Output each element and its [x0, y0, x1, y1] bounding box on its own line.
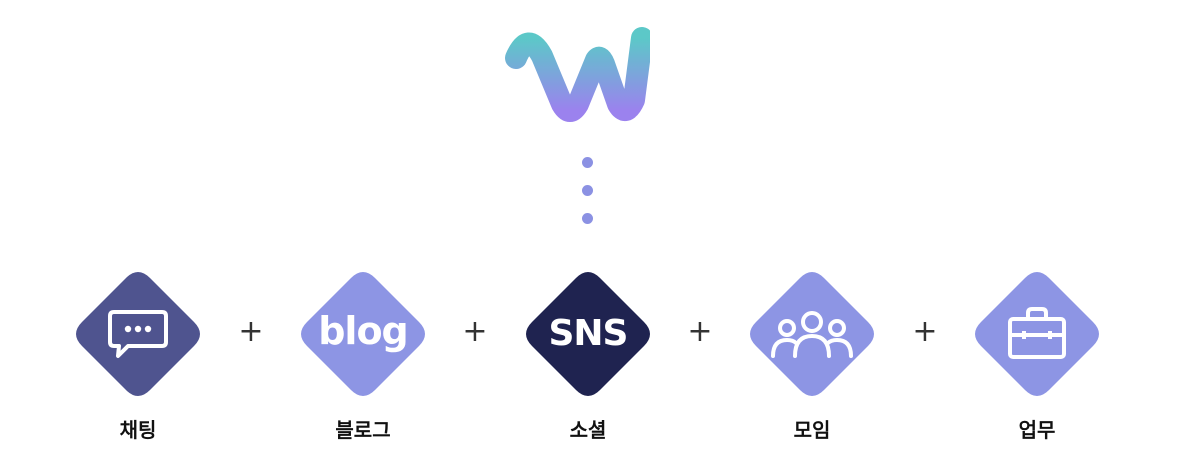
plus-separator: +: [238, 314, 264, 349]
service-blog: blog: [299, 270, 427, 398]
connector-dot: [582, 157, 593, 168]
diamond-shape: [526, 272, 650, 396]
service-label-meeting: 모임: [793, 418, 831, 442]
w-wave-logo-icon: [505, 27, 650, 122]
plus-separator: +: [912, 314, 938, 349]
sns-wordmark: SNS: [548, 313, 629, 354]
briefcase-icon: [1008, 307, 1066, 359]
plus-separator: +: [687, 314, 713, 349]
chat-bubble-icon: [108, 310, 168, 358]
diamond-shape: [301, 272, 425, 396]
service-label-chat: 채팅: [119, 418, 157, 442]
connector-dot: [582, 213, 593, 224]
service-label-work: 업무: [1018, 418, 1056, 442]
service-label-sns: 소셜: [569, 418, 607, 442]
service-work: [973, 270, 1101, 398]
diamond-shape: [76, 272, 200, 396]
group-people-icon: [771, 311, 853, 358]
service-sns: SNS: [524, 270, 652, 398]
service-label-blog: 블로그: [335, 418, 391, 442]
service-chat: [74, 270, 202, 398]
service-meeting: [748, 270, 876, 398]
connector-dot: [582, 185, 593, 196]
plus-separator: +: [462, 314, 488, 349]
blog-wordmark: blog: [318, 309, 409, 353]
